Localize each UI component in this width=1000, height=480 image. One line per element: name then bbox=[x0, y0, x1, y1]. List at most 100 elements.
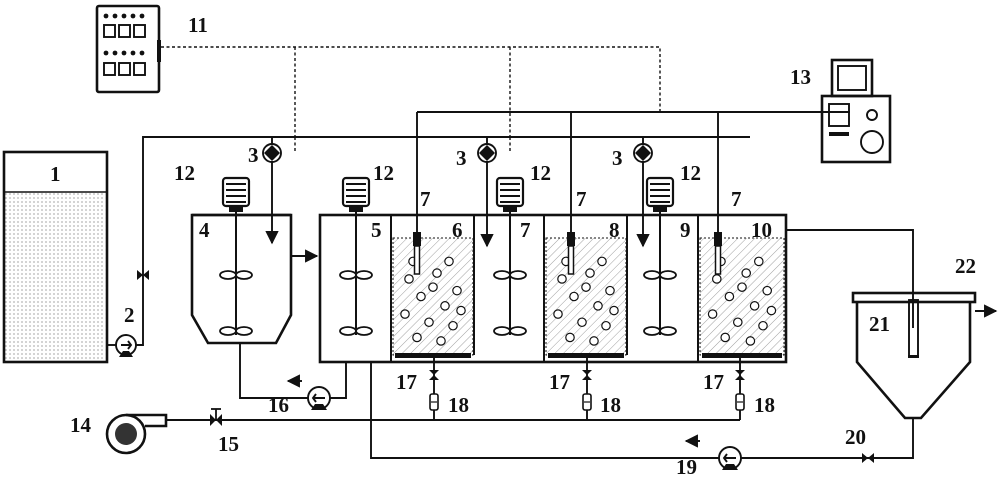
label-1: 1 bbox=[50, 162, 61, 186]
sludge-return-pump bbox=[719, 447, 741, 470]
impeller-blade bbox=[660, 271, 676, 279]
bubble bbox=[763, 286, 771, 294]
stirrer bbox=[644, 178, 676, 335]
label-7: 7 bbox=[520, 218, 531, 242]
probe-body bbox=[415, 246, 420, 274]
label-7: 7 bbox=[576, 187, 587, 211]
bubble bbox=[759, 322, 767, 330]
label-21: 21 bbox=[869, 312, 890, 336]
impeller-blade bbox=[494, 271, 510, 279]
label-4: 4 bbox=[199, 218, 210, 242]
feed-pump bbox=[116, 335, 136, 357]
probe-body bbox=[716, 246, 721, 274]
air-valve bbox=[210, 409, 222, 426]
bubble bbox=[734, 318, 742, 326]
probe-head bbox=[714, 232, 722, 246]
label-7: 7 bbox=[731, 187, 742, 211]
bubble bbox=[767, 306, 775, 314]
dosing-pump bbox=[263, 144, 281, 162]
probe-body bbox=[569, 246, 574, 274]
motor-base bbox=[229, 206, 243, 212]
impeller-blade bbox=[660, 327, 676, 335]
label-12: 12 bbox=[174, 161, 195, 185]
bubble bbox=[713, 275, 721, 283]
bubble bbox=[425, 318, 433, 326]
label-12: 12 bbox=[680, 161, 701, 185]
bubble bbox=[602, 322, 610, 330]
stirrer bbox=[220, 178, 252, 335]
impeller-blade bbox=[340, 271, 356, 279]
label-3: 3 bbox=[612, 146, 623, 170]
bubble bbox=[755, 257, 763, 265]
bubble bbox=[401, 310, 409, 318]
return-pump bbox=[308, 387, 330, 410]
air-branch bbox=[429, 358, 439, 420]
label-9: 9 bbox=[680, 218, 691, 242]
label-11: 11 bbox=[188, 13, 208, 37]
bubble bbox=[746, 337, 754, 345]
impeller-blade bbox=[340, 327, 356, 335]
bubble bbox=[725, 292, 733, 300]
aeration-valve-icon bbox=[735, 370, 745, 380]
label-18: 18 bbox=[600, 393, 621, 417]
monitoring-computer bbox=[822, 60, 890, 162]
sensor-probe bbox=[567, 232, 575, 274]
label-12: 12 bbox=[530, 161, 551, 185]
label-17: 17 bbox=[396, 370, 417, 394]
label-2: 2 bbox=[124, 303, 135, 327]
dosing-pump bbox=[478, 144, 496, 162]
bubble bbox=[554, 310, 562, 318]
label-17: 17 bbox=[703, 370, 724, 394]
bubble bbox=[750, 302, 758, 310]
label-14: 14 bbox=[70, 413, 92, 437]
bubble bbox=[437, 337, 445, 345]
impeller-blade bbox=[236, 271, 252, 279]
bubble bbox=[433, 269, 441, 277]
bubble bbox=[598, 257, 606, 265]
label-19: 19 bbox=[676, 455, 697, 479]
bubble bbox=[405, 275, 413, 283]
bubble bbox=[558, 275, 566, 283]
label-15: 15 bbox=[218, 432, 239, 456]
impeller-blade bbox=[236, 327, 252, 335]
bubble bbox=[445, 257, 453, 265]
label-6: 6 bbox=[452, 218, 463, 242]
label-18: 18 bbox=[448, 393, 469, 417]
control-cabinet bbox=[97, 6, 161, 92]
bubble bbox=[721, 333, 729, 341]
label-3: 3 bbox=[456, 146, 467, 170]
label-18: 18 bbox=[754, 393, 775, 417]
bubble bbox=[590, 337, 598, 345]
bubble bbox=[449, 322, 457, 330]
bubble bbox=[610, 306, 618, 314]
label-10: 10 bbox=[751, 218, 772, 242]
impeller-blade bbox=[644, 271, 660, 279]
aeration-zone bbox=[393, 238, 473, 358]
label-7: 7 bbox=[420, 187, 431, 211]
aeration-valve-icon bbox=[582, 370, 592, 380]
aeration-zone bbox=[546, 238, 626, 358]
bubble bbox=[566, 333, 574, 341]
air-branch bbox=[582, 358, 592, 420]
bubble bbox=[457, 306, 465, 314]
bubble bbox=[708, 310, 716, 318]
sensor-probe bbox=[413, 232, 421, 274]
probe-head bbox=[413, 232, 421, 246]
bubble bbox=[594, 302, 602, 310]
label-8: 8 bbox=[609, 218, 620, 242]
probe-head bbox=[567, 232, 575, 246]
label-3: 3 bbox=[248, 143, 259, 167]
impeller-blade bbox=[220, 327, 236, 335]
impeller-blade bbox=[510, 271, 526, 279]
sludge-valve bbox=[862, 453, 874, 463]
label-5: 5 bbox=[371, 218, 382, 242]
dosing-pump bbox=[634, 144, 652, 162]
label-17: 17 bbox=[549, 370, 570, 394]
bubble bbox=[582, 283, 590, 291]
bubble bbox=[738, 283, 746, 291]
bubble bbox=[453, 286, 461, 294]
bubble bbox=[570, 292, 578, 300]
label-22: 22 bbox=[955, 254, 976, 278]
impeller-blade bbox=[356, 327, 372, 335]
label-13: 13 bbox=[790, 65, 811, 89]
